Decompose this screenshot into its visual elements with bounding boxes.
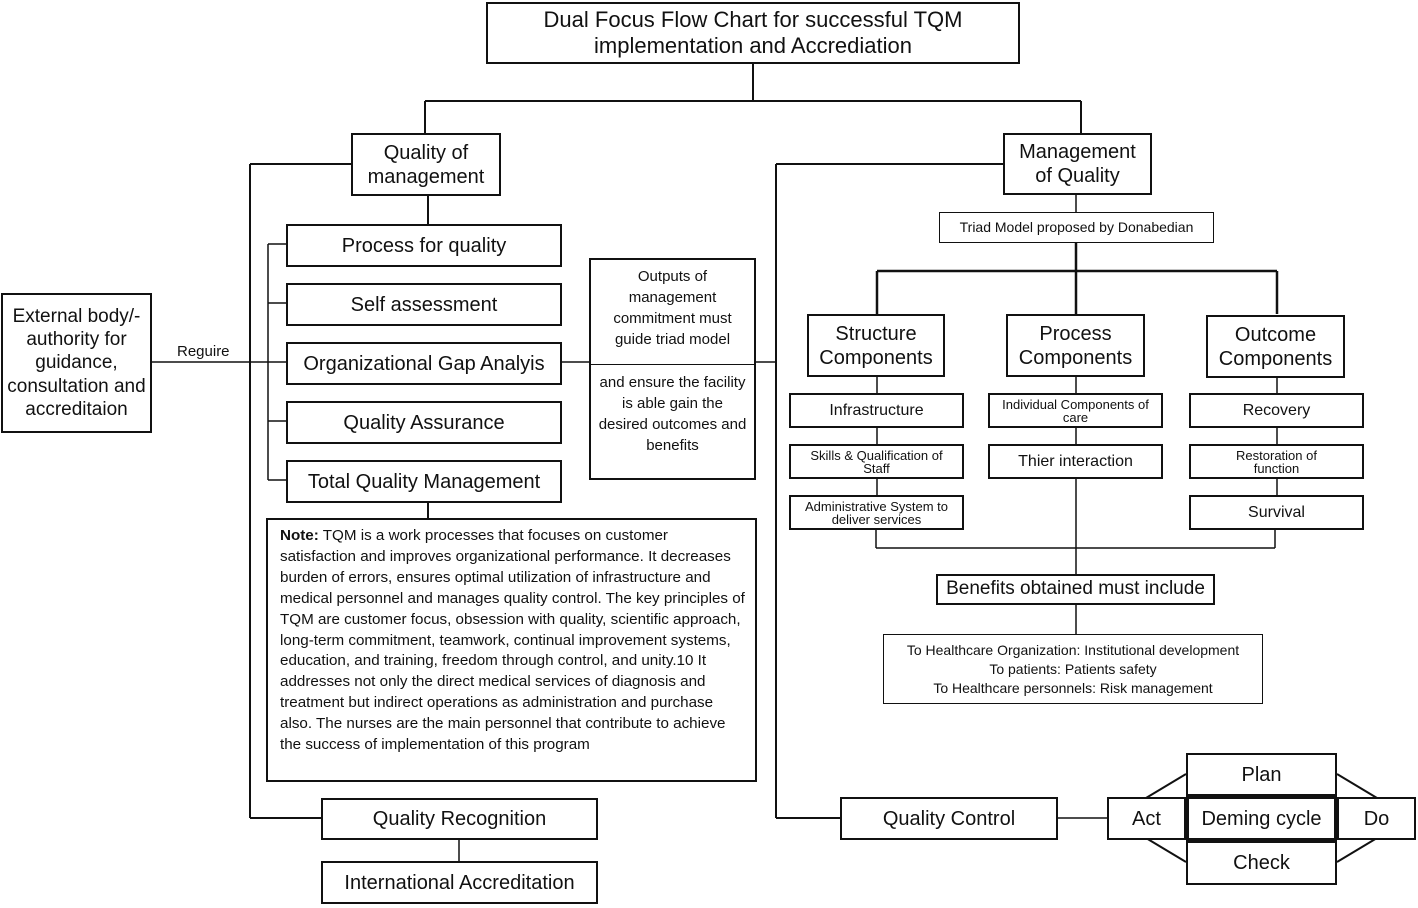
benefits-node: Benefits obtained must include [936,574,1215,605]
benefit-personnel: To Healthcare personnels: Risk managemen… [933,679,1213,696]
note-text: TQM is a work processes that focuses on … [280,527,745,754]
benefit-patients: To patients: Patients safety [989,660,1157,677]
quality-assurance-node: Quality Assurance [286,401,562,444]
individual-components-node: Individual Components of care [988,393,1163,428]
self-assessment-node: Self assessment [286,283,562,326]
require-edge-label: Reguire [177,343,230,360]
management-of-quality-node: Management of Quality [1003,133,1152,195]
restoration-of-function-node: Restoration of function [1189,444,1364,479]
international-accreditation-node: International Accreditation [321,861,598,904]
benefit-organization: To Healthcare Organization: Institutiona… [906,641,1240,658]
structure-components-node: Structure Components [807,314,945,377]
process-components-node: Process Components [1006,314,1145,377]
total-quality-management-node: Total Quality Management [286,460,562,503]
outcome-components-node: Outcome Components [1206,315,1345,378]
outputs-divider [591,364,754,365]
administrative-system-node: Administrative System to deliver service… [789,495,964,530]
triad-model-node: Triad Model proposed by Donabedian [939,212,1214,243]
deming-act-node: Act [1107,797,1186,840]
organizational-gap-analysis-node: Organizational Gap Analyis [286,342,562,385]
quality-recognition-node: Quality Recognition [321,798,598,840]
deming-check-node: Check [1186,841,1337,885]
deming-cycle-node: Deming cycle [1186,796,1337,841]
their-interaction-node: Thier interaction [988,444,1163,479]
quality-control-node: Quality Control [840,797,1058,840]
recovery-node: Recovery [1189,393,1364,428]
process-for-quality-node: Process for quality [286,224,562,267]
survival-node: Survival [1189,495,1364,530]
outputs-text-part1: Outputs of management commitment must gu… [613,268,732,348]
external-body-node: External body/-authority for guidance, c… [1,293,152,433]
deming-plan-node: Plan [1186,753,1337,796]
quality-of-management-node: Quality of management [351,133,501,196]
outputs-node: Outputs of management commitment must gu… [589,258,756,480]
note-label: Note: [280,527,319,544]
outputs-text-part2: and ensure the facility is able gain the… [598,374,747,454]
skills-qualification-node: Skills & Qualification of Staff [789,444,964,479]
chart-title: Dual Focus Flow Chart for successful TQM… [486,2,1020,64]
deming-do-node: Do [1337,797,1416,840]
infrastructure-node: Infrastructure [789,393,964,428]
note-box: Note: TQM is a work processes that focus… [266,518,757,782]
benefits-list-node: To Healthcare Organization: Institutiona… [883,634,1263,704]
